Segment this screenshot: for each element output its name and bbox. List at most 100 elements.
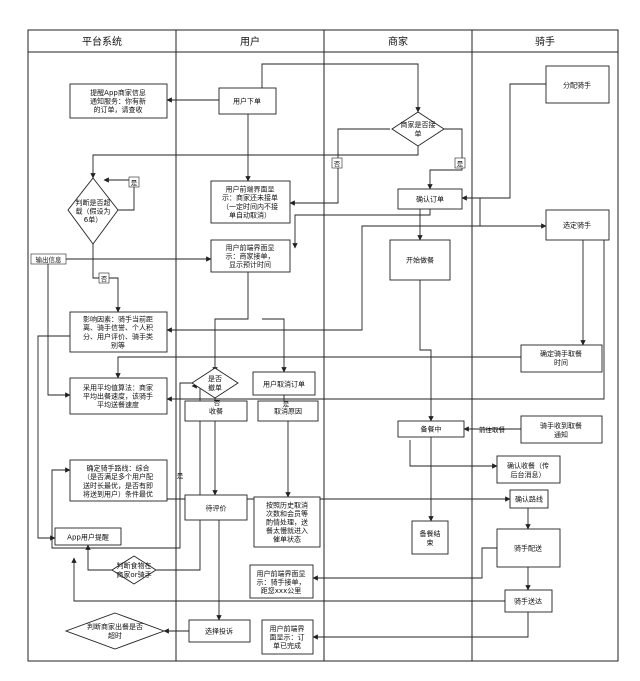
node-text-line: 时间: [554, 358, 568, 367]
node-text-line: 束: [427, 539, 434, 547]
node-text-line: 用户下单: [233, 97, 261, 106]
node-text-line: 用户前端界面显: [226, 243, 275, 252]
node-text-line: 商家是否接: [401, 120, 436, 129]
node-text-line: 示：商家接单，: [226, 252, 275, 261]
node-text-line: 影响因素：骑手当前距: [83, 315, 153, 324]
node-text-line: 用户取消订单: [263, 380, 305, 389]
svg-text:是: 是: [457, 160, 464, 168]
edge-factors-to-app-remind: [37, 335, 70, 541]
node-text-line: 后台消息）: [511, 470, 546, 479]
edge-labels: 否 是 是 否 输出信息 否 是 前往取餐 是: [30, 157, 506, 480]
node-text-line: 选择投诉: [205, 627, 233, 636]
node-text-line: 离、骑手信誉、个人积: [83, 323, 153, 332]
node-confirm-route[interactable]: 确认路线: [509, 489, 549, 509]
edge-judge-food-to-app: [85, 544, 112, 571]
lane-title-platform: 平台系统: [82, 35, 122, 48]
svg-text:否: 否: [334, 160, 341, 168]
node-receive-food[interactable]: 收餐: [184, 400, 248, 422]
node-text-line: 平均出餐速度，该骑手: [83, 392, 153, 401]
node-text-line: 开始做餐: [406, 256, 434, 265]
edge-select-rider-to-avg: [166, 225, 546, 333]
edge-rider-notice-from-select: [166, 240, 605, 402]
node-start-cooking[interactable]: 开始做餐: [389, 239, 451, 281]
lane-title-merchant: 商家: [388, 35, 408, 48]
node-text-line: 是否: [208, 375, 222, 383]
lane-title-user: 用户: [240, 35, 260, 48]
node-text-line: 通知服务：你有新: [90, 97, 146, 106]
node-text-line: 用户前端界面显: [257, 569, 306, 578]
edge-assign-to-confirm: [461, 83, 546, 201]
node-text-line: 取消原因: [274, 407, 302, 416]
node-cancel-reason[interactable]: 取消原因: [257, 400, 319, 422]
node-rider-delivering[interactable]: 骑手配送: [496, 528, 561, 568]
edge-label-yes: 是: [283, 400, 290, 408]
node-text-line: 判断是否超: [76, 198, 111, 207]
node-assign-rider[interactable]: 分配骑手: [545, 65, 610, 104]
node-confirm-order[interactable]: 确认订单: [397, 188, 463, 210]
node-text-line: 骑手送达: [514, 597, 542, 606]
node-text-line: 显示预计时间: [229, 260, 271, 269]
edge-label-output-info: 输出信息: [30, 253, 67, 265]
node-text-line: App用户提醒: [67, 533, 109, 542]
swimlane-frame: [27, 29, 619, 662]
node-text-line: 待评价: [206, 504, 227, 513]
node-text-line: 单: [415, 129, 422, 138]
node-text-line: 酌情处理，送: [266, 518, 308, 527]
edge-merchant-yes: [427, 128, 463, 190]
node-preparing[interactable]: 备餐中: [397, 420, 465, 438]
node-user-cancel[interactable]: 用户取消订单: [252, 371, 316, 396]
edge-label-yes: 是: [128, 176, 140, 188]
node-user-order[interactable]: 用户下单: [218, 87, 277, 115]
node-text-line: 提醒App商家信息: [90, 88, 146, 97]
node-text-line: 骑手收到取餐: [540, 421, 582, 430]
svg-text:是: 是: [131, 179, 138, 187]
svg-text:是: 是: [283, 400, 290, 408]
node-text-line: 采用平均值算法：商家: [83, 383, 153, 392]
node-select-rider[interactable]: 选定骑手: [545, 209, 610, 241]
edge-user-accepted-to-user-cancel: [262, 318, 287, 373]
edge-delivering-to-user-rider: [312, 547, 497, 581]
node-choose-complaint[interactable]: 选择投诉: [188, 619, 251, 643]
node-text-line: 分配骑手: [563, 81, 591, 90]
node-text-line: （一定时间内不接: [222, 202, 278, 211]
node-text-line: 用户前端界: [270, 624, 305, 633]
edge-merchant-loop: [90, 146, 419, 179]
edge-label-yes: 是: [454, 157, 466, 169]
node-app-remind[interactable]: App用户提醒: [54, 527, 122, 546]
node-text-line: 骑手配送: [514, 544, 542, 553]
node-text-line: 6单）: [84, 215, 102, 224]
node-text-line: （是否满足多个用户配: [83, 472, 153, 481]
node-text-line: 确定骑手取餐: [540, 349, 582, 358]
node-text-line: 示：骑手接单，: [257, 578, 306, 587]
node-to-review[interactable]: 待评价: [184, 494, 248, 521]
svg-text:否: 否: [214, 399, 221, 407]
node-text-line: 确认订单: [416, 195, 444, 204]
svg-text:前往取餐: 前往取餐: [479, 425, 506, 434]
node-text-line: 通知: [554, 430, 568, 439]
node-text-line: 面显示：订: [270, 633, 305, 642]
node-text-line: 将送到用户）条件最优: [83, 489, 153, 498]
node-text-line: 商家or骑手: [116, 570, 151, 579]
edge-cancel-yes: [51, 382, 192, 549]
node-rider-arrived[interactable]: 骑手送达: [504, 589, 553, 613]
